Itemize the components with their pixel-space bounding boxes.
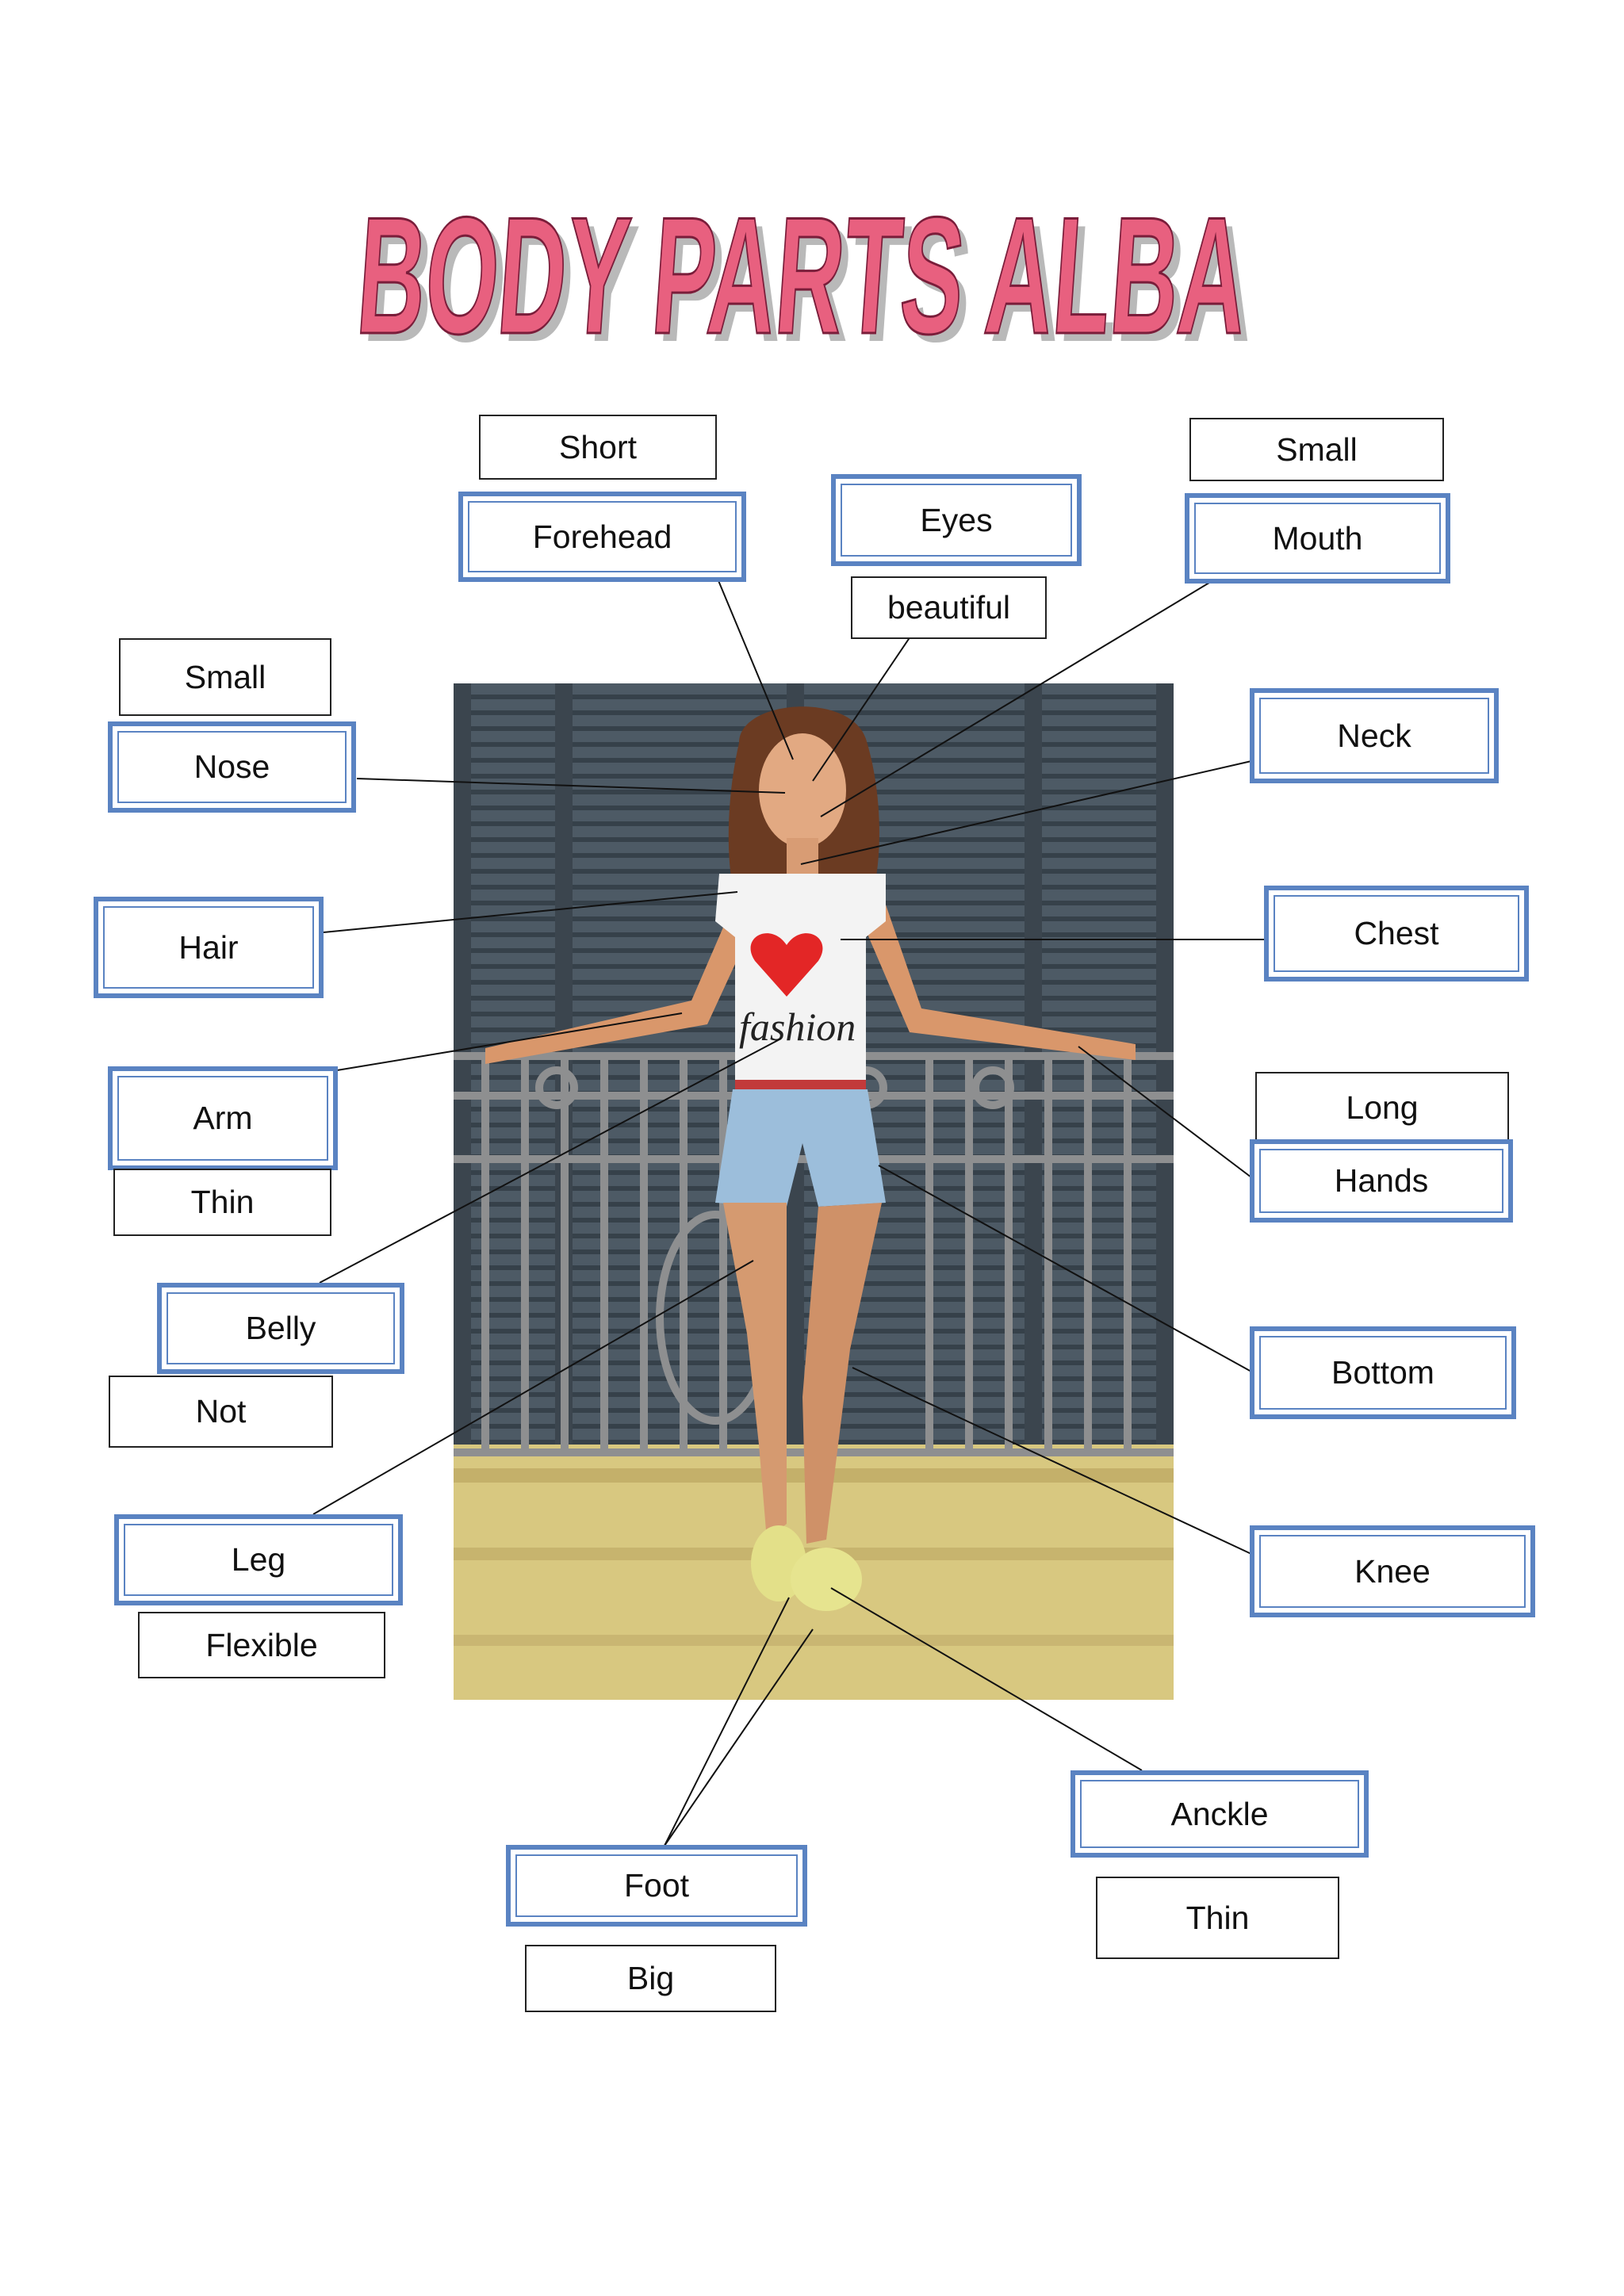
label-belly: Belly: [157, 1283, 404, 1374]
label-knee: Knee: [1250, 1525, 1535, 1617]
label-forehead-text: Forehead: [532, 518, 672, 555]
label-chest: Chest: [1264, 886, 1529, 982]
label-mouth: Mouth: [1185, 493, 1450, 584]
label-anckle: Anckle: [1071, 1770, 1369, 1858]
label-anckle-text: Anckle: [1170, 1795, 1269, 1832]
label-small-mouth-text: Small: [1276, 430, 1358, 468]
label-leg-text: Leg: [231, 1541, 286, 1578]
label-forehead: Forehead: [458, 492, 746, 582]
label-thin-anckle-text: Thin: [1185, 1899, 1250, 1936]
label-nose-text: Nose: [193, 748, 270, 785]
label-hair: Hair: [94, 897, 324, 998]
label-foot-text: Foot: [623, 1867, 690, 1904]
label-neck-text: Neck: [1337, 717, 1411, 754]
label-long-text: Long: [1346, 1089, 1419, 1126]
label-neck: Neck: [1250, 688, 1499, 783]
label-leg: Leg: [114, 1514, 403, 1605]
label-flexible-text: Flexible: [205, 1626, 318, 1663]
label-nose: Nose: [108, 721, 356, 813]
label-small-nose-text: Small: [184, 658, 266, 695]
label-eyes: Eyes: [831, 474, 1082, 566]
label-small-mouth: Small: [1189, 418, 1444, 481]
page-title-shadow: BODY PARTS ALBA: [359, 190, 1260, 377]
label-short-text: Short: [559, 428, 637, 465]
label-not: Not: [109, 1376, 333, 1448]
label-mouth-text: Mouth: [1272, 519, 1363, 557]
label-arm-text: Arm: [193, 1100, 253, 1136]
label-beautiful-text: beautiful: [887, 589, 1010, 626]
page-title: BODY PARTS ALBA BODY PARTS ALBA: [350, 182, 1260, 377]
label-arm: Arm: [108, 1066, 338, 1170]
label-short: Short: [479, 415, 717, 480]
label-thin-arm-text: Thin: [190, 1184, 255, 1220]
page-title-text: BODY PARTS ALBA: [352, 182, 1253, 369]
label-thin-arm: Thin: [113, 1169, 331, 1236]
label-long: Long: [1255, 1072, 1509, 1144]
label-small-nose: Small: [119, 638, 331, 716]
label-bottom: Bottom: [1250, 1326, 1516, 1419]
label-thin-anckle: Thin: [1096, 1877, 1339, 1959]
tshirt-print-text: fashion: [739, 1004, 856, 1049]
label-belly-text: Belly: [245, 1310, 316, 1346]
label-eyes-text: Eyes: [920, 501, 993, 538]
label-knee-text: Knee: [1354, 1552, 1431, 1590]
label-flexible: Flexible: [138, 1612, 385, 1678]
label-hair-text: Hair: [178, 928, 239, 966]
label-big: Big: [525, 1945, 776, 2012]
label-beautiful: beautiful: [851, 576, 1047, 639]
label-chest-text: Chest: [1354, 915, 1439, 951]
label-foot: Foot: [506, 1845, 807, 1927]
label-not-text: Not: [195, 1393, 247, 1429]
label-hands-text: Hands: [1334, 1162, 1429, 1199]
label-bottom-text: Bottom: [1331, 1354, 1434, 1391]
girl-photo: fashion: [454, 683, 1174, 1700]
label-big-text: Big: [626, 1960, 675, 1996]
label-hands: Hands: [1250, 1139, 1513, 1223]
